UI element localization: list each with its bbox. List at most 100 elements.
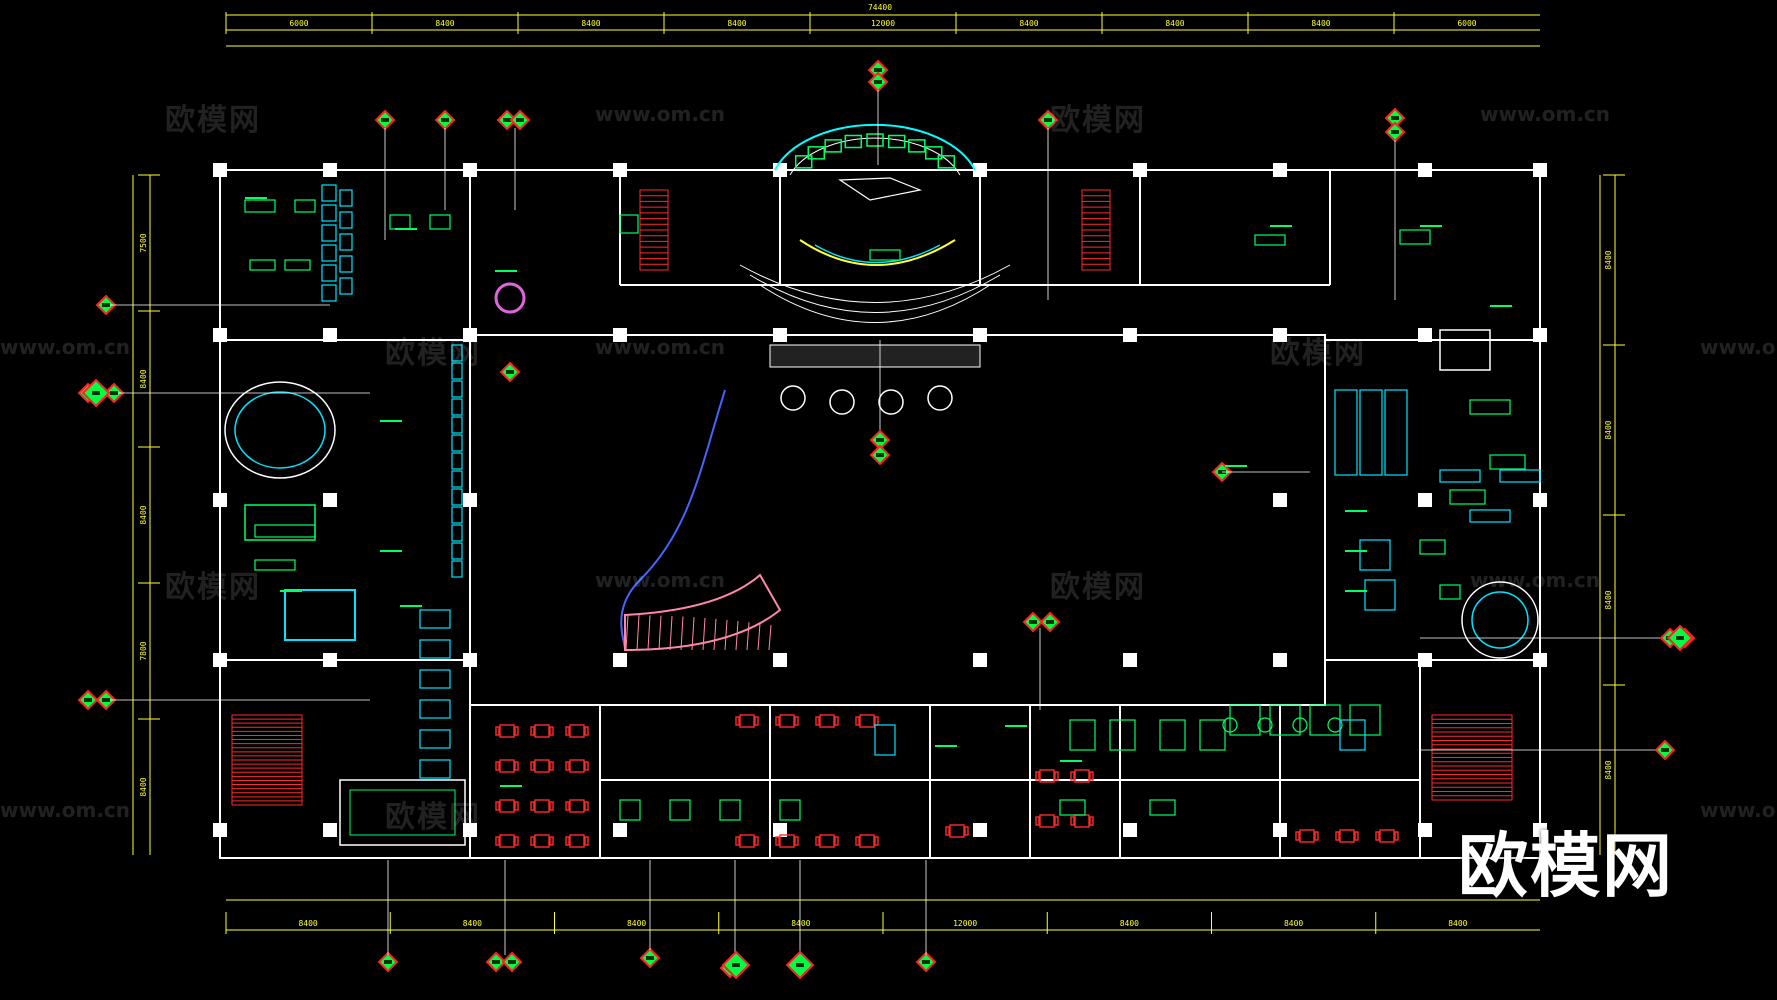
room-tag [380,420,402,422]
plant [1327,717,1343,733]
room-tag [245,197,267,199]
locker [451,506,463,524]
fixture [1149,799,1176,816]
locker [451,344,463,362]
column [1273,653,1287,667]
fixture [1439,584,1461,600]
axis-marker [77,689,99,711]
column [1533,823,1547,837]
cabinet [419,729,451,749]
room-tag [1225,465,1247,467]
fixture [719,799,741,821]
dining-table [569,799,585,813]
locker [451,398,463,416]
dining-furniture [495,714,1399,848]
column [323,653,337,667]
fixture [1109,719,1136,751]
dining-table [1299,829,1315,843]
column [613,653,627,667]
cabinet [419,639,451,659]
seat [924,146,943,160]
column [773,823,787,837]
fixture [1159,719,1186,751]
brand-logo-text: 欧模网 [1458,825,1674,907]
dimension-label: 7800 [139,641,148,660]
locker [339,233,353,251]
room-label-ticks [245,197,1512,787]
dining-table [739,834,755,848]
cabinet [1499,469,1541,483]
column [323,328,337,342]
dimension-label: 8400 [1120,919,1139,928]
column [973,163,987,177]
dimension-lines [132,14,1616,931]
seat [937,155,956,169]
column [1533,493,1547,507]
column [613,328,627,342]
column [1273,328,1287,342]
dining-table [534,724,550,738]
dining-table [819,714,835,728]
fixture [254,559,296,571]
cabinet [1469,509,1511,523]
locker [321,284,337,302]
fixture [429,214,451,230]
column [463,653,477,667]
dining-table [1039,769,1055,783]
plant [1292,717,1308,733]
dimension-label: 6000 [1457,19,1476,28]
room-tag [495,270,517,272]
main-entrance-rotunda [739,123,1011,323]
dimension-label: 8400 [463,919,482,928]
locker [451,380,463,398]
dimension-label: 8400 [298,919,317,928]
column [463,163,477,177]
cabinet [874,724,896,756]
overall-width-dimension: 74400 [868,3,892,12]
fixture [619,214,639,234]
dining-table [819,834,835,848]
column [323,823,337,837]
axis-marker [499,361,521,383]
locker [451,416,463,434]
cabinet-blocks [419,389,1541,779]
dimension-label: 8400 [139,369,148,388]
cabinet [419,759,451,779]
axis-marker [103,382,125,404]
column [463,328,477,342]
plant [1257,717,1273,733]
fixture [1419,539,1446,555]
column [213,328,227,342]
cabinet [419,699,451,719]
cabinet [419,609,451,629]
seat [824,139,842,153]
dining-table [859,834,875,848]
column [463,493,477,507]
column [213,493,227,507]
dimension-label: 8400 [1604,760,1613,779]
fixture [284,259,311,271]
dimension-label: 8400 [1604,590,1613,609]
axis-marker [485,951,507,973]
axis-marker [95,294,117,316]
column [1273,823,1287,837]
dimension-label: 8400 [627,919,646,928]
fixture-blocks [244,199,1526,821]
cabinet [1339,719,1366,751]
dimension-label: 8400 [435,19,454,28]
atrium-void [620,344,981,652]
axis-marker [869,444,891,466]
building-walls [219,169,1541,859]
column [1418,328,1432,342]
dimension-label: 8400 [1165,19,1184,28]
room-tag [1345,590,1367,592]
fixture [244,199,276,213]
dining-table [569,759,585,773]
fixture [249,259,276,271]
dining-table [1379,829,1395,843]
dimension-label: 8400 [727,19,746,28]
axis-marker [785,950,815,980]
fixture [1254,234,1286,246]
